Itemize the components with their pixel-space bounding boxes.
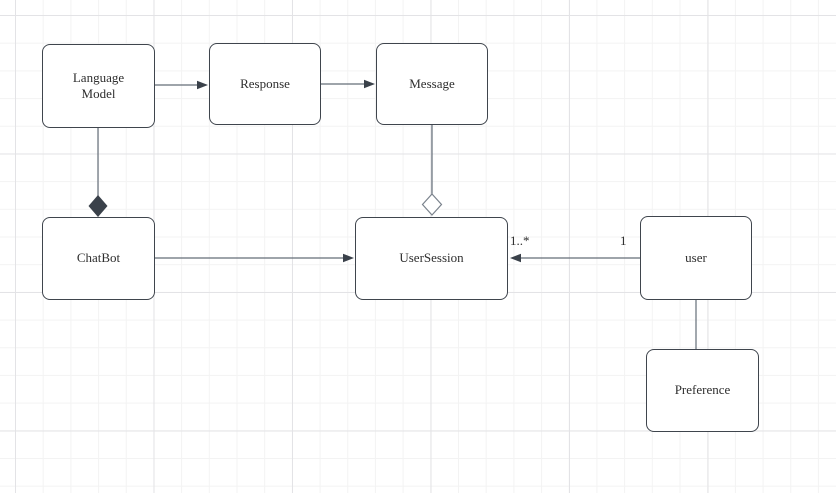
node-user[interactable]: user (640, 216, 752, 300)
node-label: user (685, 249, 707, 265)
node-label: Preference (674, 382, 731, 398)
composition-diamond-icon (88, 195, 108, 217)
multiplicity-label-usersession[interactable]: 1..* (510, 233, 530, 248)
node-label: Response (240, 75, 290, 91)
edge-chatbot-usersession[interactable] (155, 253, 354, 263)
node-user-session[interactable]: UserSession (355, 217, 508, 300)
arrowhead-icon (510, 253, 521, 263)
node-message[interactable]: Message (376, 43, 488, 125)
edge-languagemodel-response[interactable] (155, 80, 208, 90)
node-chatbot[interactable]: ChatBot (42, 217, 155, 300)
node-response[interactable]: Response (209, 43, 321, 125)
arrowhead-icon (343, 253, 354, 263)
edge-message-usersession-aggregation[interactable] (421, 124, 443, 216)
node-label: Message (409, 75, 455, 91)
edge-response-message[interactable] (321, 79, 375, 89)
arrowhead-icon (197, 80, 208, 90)
node-preference[interactable]: Preference (646, 349, 759, 432)
aggregation-diamond-icon (421, 193, 443, 216)
multiplicity-label-user[interactable]: 1 (620, 233, 627, 248)
arrowhead-icon (364, 79, 375, 89)
node-label: ChatBot (76, 250, 121, 266)
edge-user-usersession[interactable] (510, 253, 640, 263)
node-label: Language Model (72, 69, 125, 101)
node-language-model[interactable]: Language Model (42, 44, 155, 128)
node-label: UserSession (399, 250, 464, 266)
edge-languagemodel-chatbot-composition[interactable] (88, 128, 108, 217)
